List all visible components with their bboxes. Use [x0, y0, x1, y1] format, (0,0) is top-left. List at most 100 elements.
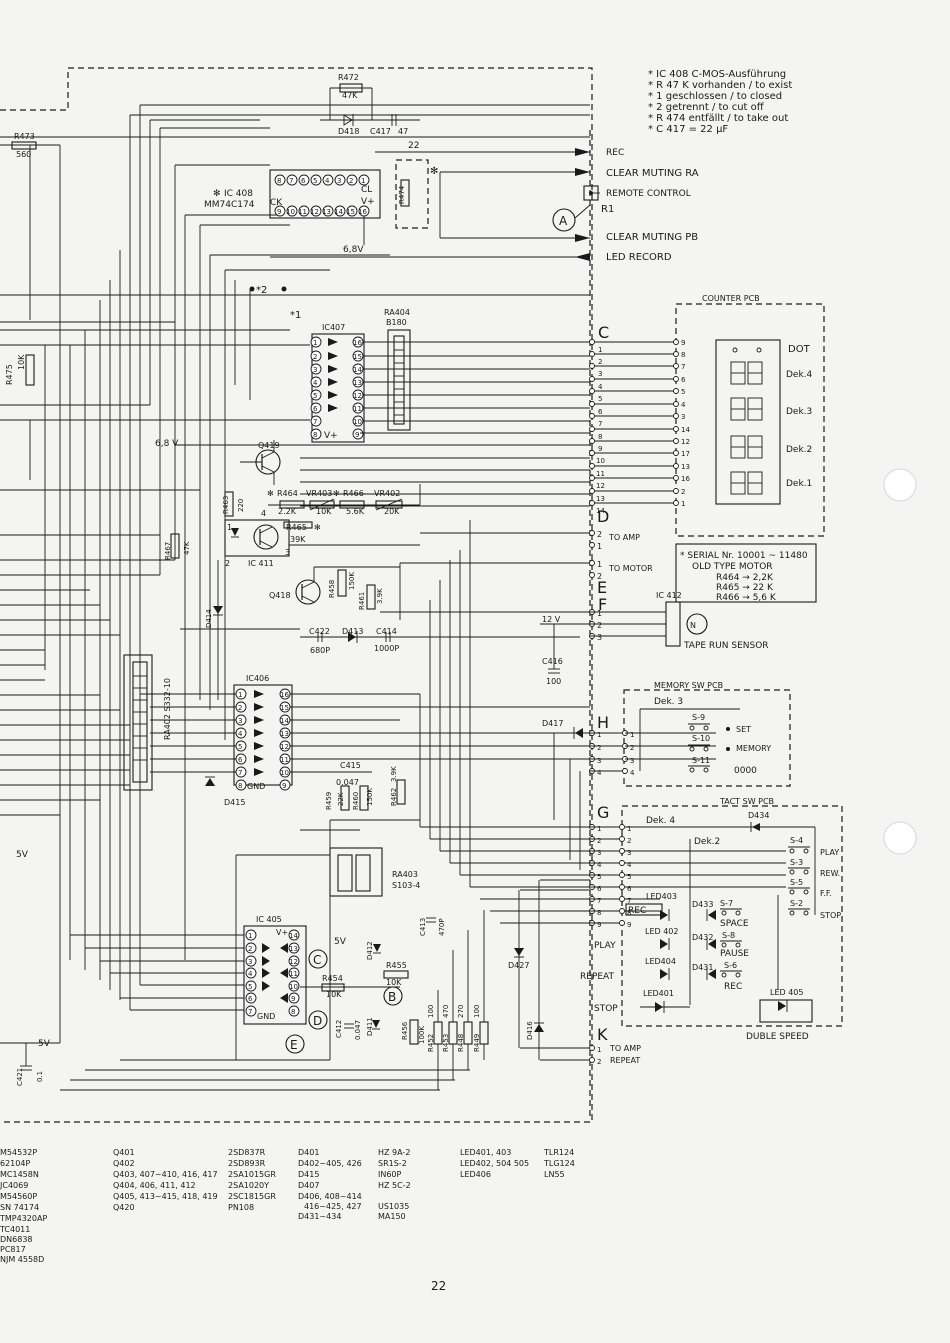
svg-text:IC 412: IC 412	[656, 591, 682, 600]
r472-group: R472 47K D418 C417 47	[320, 73, 420, 136]
svg-text:R464: R464	[277, 489, 298, 498]
svg-text:S-5: S-5	[790, 878, 803, 887]
svg-text:C: C	[313, 953, 321, 967]
svg-text:VR403: VR403	[306, 489, 332, 498]
ic406: IC406 1 2 3 4 5 6 7 16 15 14 13 12 11 10…	[140, 674, 590, 791]
ra404: RA404 B180	[384, 308, 411, 431]
punch-hole	[883, 468, 917, 502]
svg-text:MA150: MA150	[378, 1212, 406, 1221]
ra402: RA402 S332-10	[123, 654, 172, 791]
svg-text:3: 3	[597, 849, 601, 857]
svg-text:39K: 39K	[290, 535, 306, 544]
svg-text:2: 2	[681, 488, 685, 496]
d415: D415	[205, 776, 245, 807]
svg-text:4: 4	[630, 769, 635, 777]
svg-text:3.9K: 3.9K	[376, 588, 384, 604]
svg-text:1: 1	[627, 825, 631, 833]
svg-text:4: 4	[597, 861, 602, 869]
svg-text:4: 4	[681, 401, 686, 409]
svg-text:US1035: US1035	[378, 1202, 409, 1211]
svg-text:100: 100	[473, 1005, 481, 1018]
svg-text:R472: R472	[338, 73, 359, 82]
svg-text:416~425, 427: 416~425, 427	[304, 1202, 362, 1211]
svg-text:D431: D431	[692, 963, 713, 972]
svg-text:6: 6	[248, 995, 253, 1003]
svg-text:2: 2	[597, 621, 602, 630]
resistor-bank: R452 100 R453 470 R448 270 R449 100	[427, 910, 489, 1090]
svg-text:D402~405, 426: D402~405, 426	[298, 1159, 362, 1168]
svg-text:13: 13	[322, 208, 331, 216]
svg-text:LED 405: LED 405	[770, 988, 803, 997]
svg-text:1: 1	[227, 523, 232, 532]
svg-text:Q402: Q402	[113, 1159, 135, 1168]
svg-text:14: 14	[681, 426, 690, 434]
svg-text:IC407: IC407	[322, 323, 345, 332]
svg-text:REPEAT: REPEAT	[580, 972, 615, 982]
svg-text:5: 5	[627, 873, 631, 881]
svg-text:2: 2	[349, 177, 353, 185]
svg-text:NJM 4558D: NJM 4558D	[0, 1255, 44, 1264]
svg-text:TC4011: TC4011	[0, 1225, 30, 1234]
svg-text:1: 1	[597, 825, 601, 833]
svg-text:RA402 S332-10: RA402 S332-10	[163, 678, 172, 740]
svg-text:4: 4	[598, 383, 603, 391]
svg-text:Q419: Q419	[258, 441, 280, 450]
svg-text:GND: GND	[247, 782, 265, 791]
svg-text:16: 16	[280, 691, 289, 699]
svg-text:270: 270	[457, 1005, 465, 1018]
svg-text:22: 22	[408, 141, 419, 151]
svg-text:10K: 10K	[17, 354, 26, 370]
svg-text:5: 5	[248, 983, 252, 991]
svg-text:VR402: VR402	[374, 489, 400, 498]
ic411-area: R463 220 1 4 3 2 IC 411 ✻ R464 2.2K VR40…	[222, 484, 421, 568]
svg-text:14: 14	[334, 208, 343, 216]
svg-text:V+: V+	[276, 928, 288, 937]
svg-text:6: 6	[313, 405, 318, 413]
r475: R475 10K	[5, 354, 35, 386]
svg-text:PN108: PN108	[228, 1203, 254, 1212]
svg-text:7: 7	[681, 363, 685, 371]
svg-text:C421: C421	[16, 1068, 24, 1086]
svg-text:100K: 100K	[418, 1026, 426, 1044]
svg-text:F.F.: F.F.	[820, 889, 832, 898]
svg-text:R473: R473	[14, 132, 35, 141]
svg-text:R465 → 22 K: R465 → 22 K	[716, 583, 774, 593]
svg-text:CL: CL	[361, 185, 372, 195]
svg-text:5: 5	[313, 392, 317, 400]
svg-text:14: 14	[280, 717, 289, 725]
svg-text:2: 2	[248, 945, 252, 953]
d416-d427: D416 D427	[508, 880, 544, 1060]
svg-text:14: 14	[353, 366, 362, 374]
svg-text:2: 2	[630, 744, 634, 752]
svg-text:COUNTER PCB: COUNTER PCB	[702, 294, 760, 303]
connector-d: D 2 1 TO AMP	[420, 507, 640, 551]
svg-text:0000: 0000	[734, 766, 757, 776]
svg-text:1: 1	[681, 500, 685, 508]
svg-text:11: 11	[298, 208, 307, 216]
svg-text:JC4069: JC4069	[0, 1181, 28, 1190]
svg-text:E: E	[597, 578, 607, 597]
svg-text:1: 1	[597, 1046, 601, 1054]
ic407: IC407 1 2 3 4 5 6 7 8 16 15 14 13 12 11 …	[310, 323, 365, 443]
svg-text:S-11: S-11	[692, 756, 710, 765]
svg-text:LED 402: LED 402	[645, 927, 678, 936]
svg-text:6: 6	[301, 177, 306, 185]
svg-text:HZ 5C-2: HZ 5C-2	[378, 1181, 411, 1190]
svg-text:R464 → 2,2K: R464 → 2,2K	[716, 573, 774, 583]
svg-text:LED401: LED401	[643, 989, 674, 998]
svg-text:10: 10	[280, 769, 289, 777]
svg-text:2: 2	[597, 744, 601, 752]
svg-text:2SD837R: 2SD837R	[228, 1148, 266, 1157]
r467: R467 47K	[164, 533, 191, 560]
svg-text:Dek.2: Dek.2	[786, 445, 812, 455]
svg-text:47K: 47K	[183, 541, 191, 555]
svg-text:* 2 getrennt / to cut off: * 2 getrennt / to cut off	[648, 102, 765, 113]
c412-group: C412 0.047 D411 R456 100K	[335, 1017, 426, 1045]
svg-text:V+: V+	[324, 431, 338, 441]
svg-text:0.047: 0.047	[354, 1020, 362, 1040]
svg-text:9: 9	[681, 339, 685, 347]
svg-text:MC1458N: MC1458N	[0, 1170, 39, 1179]
